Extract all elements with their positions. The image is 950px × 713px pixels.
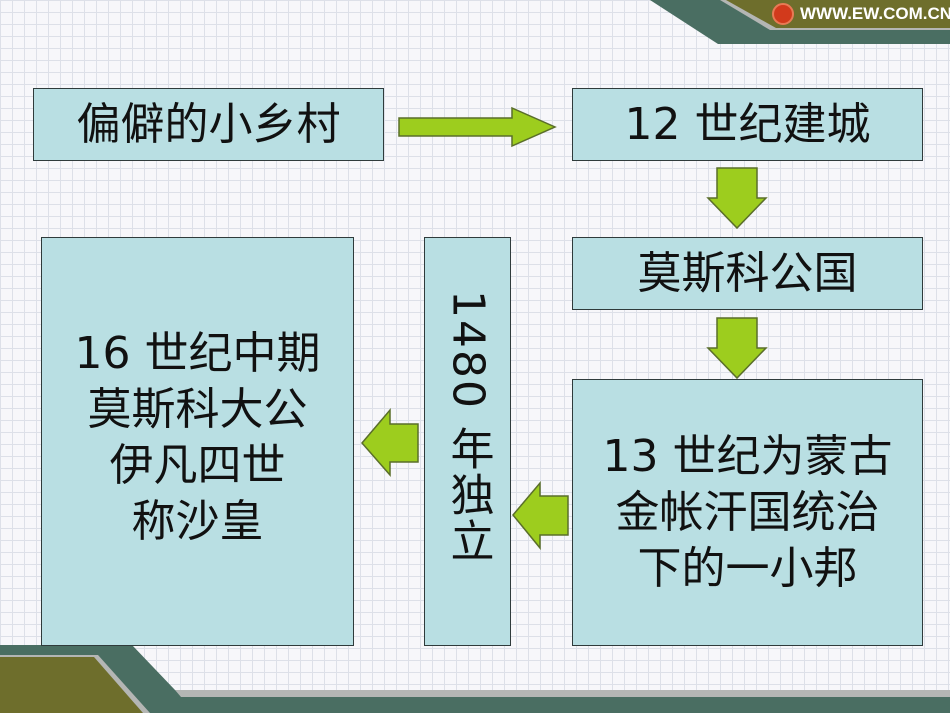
- box-city-text: 12 世纪建城: [624, 98, 871, 150]
- arrow-left-1: [512, 480, 569, 551]
- arrow-down-1: [706, 167, 768, 230]
- box-principality-text: 莫斯科公国: [637, 247, 858, 299]
- arrow-down-2: [706, 317, 768, 380]
- site-url: WWW.EW.COM.CN: [800, 4, 950, 23]
- site-logo: WWW.EW.COM.CN: [772, 3, 950, 25]
- box-mongol: 13 世纪为蒙古 金帐汗国统治 下的一小邦: [572, 379, 923, 646]
- tsar-line: 16 世纪中期: [74, 328, 321, 379]
- mongol-line: 金帐汗国统治: [615, 486, 880, 538]
- logo-icon: [772, 3, 794, 25]
- arrow-right: [398, 106, 557, 148]
- mongol-line: 下的一小邦: [637, 542, 858, 594]
- box-independence: 1480 年独立: [424, 237, 511, 646]
- box-city: 12 世纪建城: [572, 88, 923, 161]
- box-village-text: 偏僻的小乡村: [76, 98, 341, 150]
- tsar-line: 称沙皇: [131, 496, 264, 547]
- arrow-left-2: [361, 407, 419, 477]
- arrows: [361, 106, 768, 551]
- tsar-line: 伊凡四世: [109, 440, 286, 491]
- mongol-line: 13 世纪为蒙古: [602, 430, 893, 482]
- box-independence-text: 1480 年独立: [442, 290, 494, 564]
- tsar-line: 莫斯科大公: [87, 384, 308, 435]
- box-tsar: 16 世纪中期 莫斯科大公 伊凡四世 称沙皇: [41, 237, 354, 646]
- box-village: 偏僻的小乡村: [33, 88, 384, 161]
- box-principality: 莫斯科公国: [572, 237, 923, 310]
